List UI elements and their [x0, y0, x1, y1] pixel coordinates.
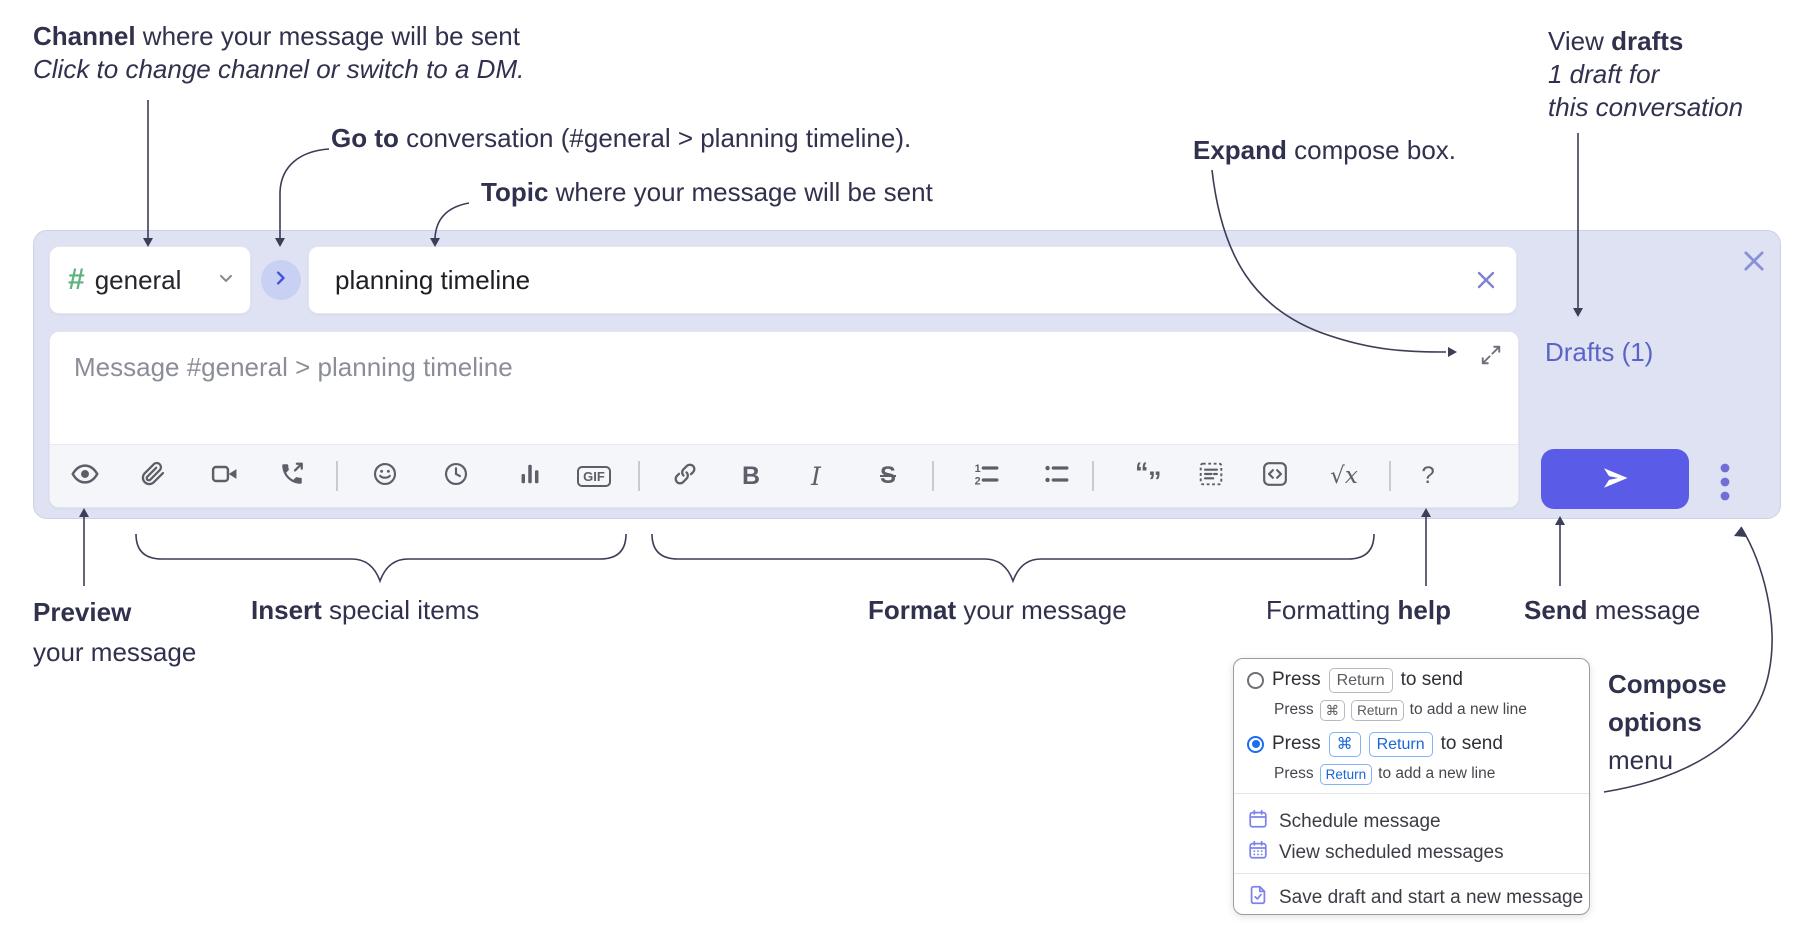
view-drafts-note: View drafts 1 draft for this conversatio… [1548, 26, 1744, 122]
channel-selector[interactable]: # general [49, 246, 251, 314]
compose-options-button[interactable] [1712, 459, 1738, 511]
chevron-right-icon [271, 268, 291, 293]
return-key: Return [1351, 699, 1404, 721]
poll-button[interactable] [511, 457, 549, 495]
blockquote-button[interactable]: “” [1131, 457, 1169, 495]
cmd-key: ⌘ [1319, 699, 1346, 721]
formatting-help-note: Formatting help [1266, 595, 1451, 625]
code-block-button[interactable] [1192, 457, 1230, 495]
draft-document-check-icon [1247, 884, 1269, 912]
code-block-icon [1198, 461, 1224, 492]
compose-options-note: Compose options menu [1608, 669, 1727, 775]
menu-item-view-scheduled[interactable]: View scheduled messages [1234, 838, 1589, 868]
phone-outgoing-icon [279, 461, 305, 492]
toolbar-divider [1389, 461, 1391, 491]
link-icon [672, 461, 698, 492]
radio-selected-icon[interactable] [1247, 735, 1264, 753]
bulleted-list-button[interactable] [1037, 457, 1075, 495]
clear-topic-icon[interactable] [1474, 268, 1498, 292]
svg-text:2: 2 [975, 475, 981, 487]
expand-compose-icon[interactable] [1480, 344, 1502, 371]
video-camera-icon [211, 460, 239, 493]
goto-note: Go to conversation (#general > planning … [331, 123, 912, 153]
recent-clock-button[interactable] [437, 457, 475, 495]
close-compose-button[interactable] [1740, 247, 1768, 280]
strikethrough-icon: S [879, 462, 896, 489]
attach-file-button[interactable] [134, 457, 172, 495]
return-key: Return [1319, 763, 1373, 785]
message-box: Message #general > planning timeline GIF [49, 331, 1519, 508]
gif-icon: GIF [577, 465, 611, 487]
formatting-help-button[interactable]: ? [1409, 457, 1447, 495]
bar-chart-icon [517, 461, 543, 492]
channel-note: Channel where your message will be sent … [33, 21, 525, 84]
topic-field [308, 246, 1517, 314]
italic-button[interactable]: I [797, 457, 835, 495]
bulleted-list-icon [1043, 461, 1069, 492]
calendar-icon [1247, 808, 1269, 836]
topic-note: Topic where your message will be sent [481, 177, 933, 207]
link-button[interactable] [666, 457, 704, 495]
channel-hash-icon: # [68, 263, 85, 296]
clock-icon [443, 461, 469, 492]
menu-item-save-draft[interactable]: Save draft and start a new message [1234, 883, 1589, 913]
eye-icon [71, 460, 99, 493]
calendar-grid-icon [1247, 839, 1269, 867]
send-option-return[interactable]: Press Return to send [1234, 665, 1589, 695]
expand-note: Expand compose box. [1193, 135, 1457, 165]
question-mark-icon: ? [1421, 462, 1435, 489]
compose-box-panel: # general Message #general > planning ti… [33, 230, 1781, 519]
close-icon [1740, 251, 1768, 279]
blockquote-icon: “” [1135, 457, 1162, 496]
menu-divider [1234, 793, 1589, 794]
preview-button[interactable] [66, 457, 104, 495]
video-clip-button[interactable] [206, 457, 244, 495]
gif-button[interactable]: GIF [575, 457, 613, 495]
toolbar-divider [336, 461, 338, 491]
send-option-return-subtext: Press ⌘ Return to add a new line [1234, 697, 1589, 723]
inline-code-icon [1262, 461, 1288, 492]
toolbar-divider [932, 461, 934, 491]
preview-note: Preview your message [33, 597, 197, 667]
message-input[interactable]: Message #general > planning timeline [74, 352, 513, 382]
menu-divider [1234, 873, 1589, 874]
inline-code-button[interactable] [1256, 457, 1294, 495]
send-option-cmd-return[interactable]: Press ⌘ Return to send [1234, 729, 1589, 759]
return-key: Return [1368, 731, 1433, 757]
bold-button[interactable]: B [732, 457, 770, 495]
kebab-dots-icon [1719, 461, 1731, 510]
go-to-conversation-button[interactable] [261, 260, 301, 300]
cmd-key: ⌘ [1328, 731, 1361, 757]
send-option-cmd-return-subtext: Press Return to add a new line [1234, 761, 1589, 787]
smiley-icon [372, 461, 398, 492]
format-note: Format your message [868, 595, 1127, 625]
return-key: Return [1328, 667, 1393, 693]
insert-note: Insert special items [251, 595, 480, 625]
toolbar-divider [638, 461, 640, 491]
sqrt-x-icon: √x [1330, 463, 1358, 489]
emoji-button[interactable] [366, 457, 404, 495]
send-button[interactable] [1541, 449, 1689, 509]
radio-unselected-icon[interactable] [1247, 671, 1264, 689]
paperclip-icon [140, 461, 166, 492]
math-button[interactable]: √x [1325, 457, 1363, 495]
compose-options-popup: Press Return to send Press ⌘ Return to a… [1233, 658, 1590, 915]
italic-icon: I [811, 461, 821, 491]
toolbar-divider [1092, 461, 1094, 491]
topic-input[interactable] [333, 263, 1474, 297]
audio-huddle-button[interactable] [273, 457, 311, 495]
send-icon [1599, 463, 1631, 496]
chevron-down-icon [216, 268, 236, 293]
strikethrough-button[interactable]: S [869, 457, 907, 495]
bold-icon: B [741, 461, 761, 490]
menu-item-schedule-message[interactable]: Schedule message [1234, 807, 1589, 837]
drafts-link[interactable]: Drafts (1) [1545, 337, 1654, 367]
svg-text:1: 1 [975, 462, 981, 474]
send-note: Send message [1524, 595, 1701, 625]
channel-name: general [94, 264, 182, 295]
